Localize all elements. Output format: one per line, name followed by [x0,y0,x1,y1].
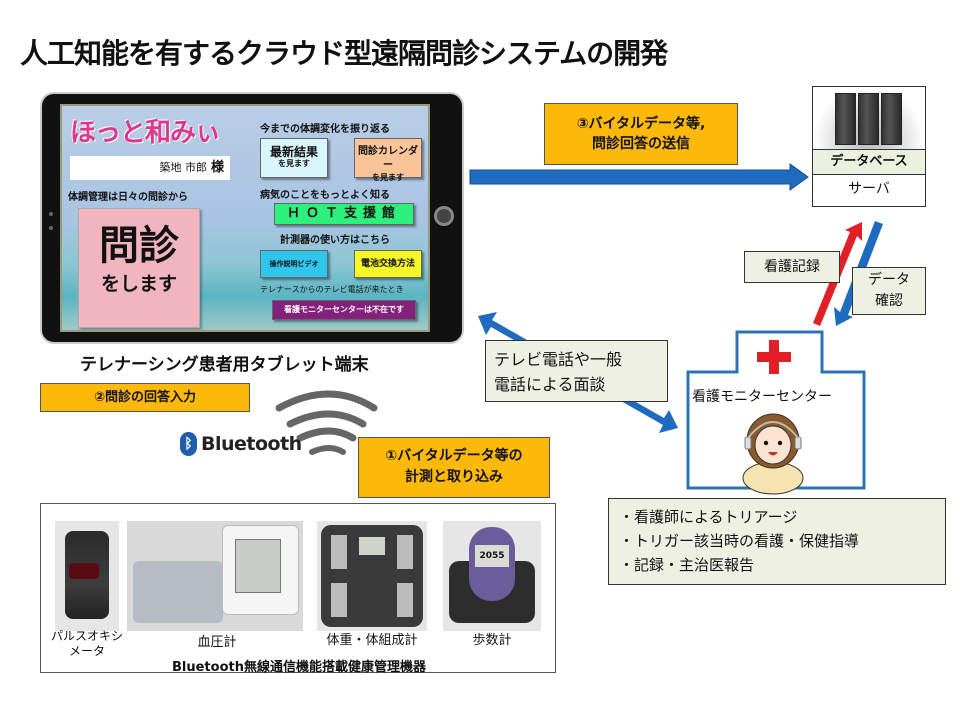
latest-results-label: 最新結果 [269,145,318,159]
pedometer-image: 2055 [443,521,541,631]
tablet-sensor-dot [49,212,53,216]
pulse-oximeter-label: パルスオキシ メータ [41,629,133,659]
app-logo: ほっと和みぃ [70,118,221,148]
pedometer-label: 歩数計 [472,633,512,648]
scale-label: 体重・体組成計 [326,633,418,648]
send-arrow [469,163,809,191]
wireless-signal-icon [275,390,378,455]
data-check-label: データ 確認 [852,267,926,315]
body-composition-scale-image [317,521,427,631]
task-item: ・トリガー該当時の看護・保健指導 [619,532,860,550]
tablet-sensor-dot [49,226,53,230]
health-management-label: 体調管理は日々の問診から [68,192,188,203]
data-check-line1: データ [868,272,910,288]
health-devices-panel: 2055 パルスオキシ メータ 血圧計 体重・体組成計 歩数計 Bluetoot… [40,503,556,675]
start-interview-button[interactable]: 問診 をします [78,208,200,328]
interview-button-title: 問診 [99,223,179,269]
bluetooth-logo: ᛒ Bluetooth [180,432,302,456]
step1-label: ①バイタルデータ等の 計測と取り込み [358,437,550,498]
bluetooth-icon: ᛒ [180,432,197,456]
step1-line1: ①バイタルデータ等の [385,448,523,464]
step1-line2: 計測と取り込み [405,469,503,485]
pulse-oximeter-image [55,521,119,631]
nurse-task-list: ・看護師によるトリアージ ・トリガー該当時の看護・保健指導 ・記録・主治医報告 [608,498,946,585]
learn-label: 病気のことをもっとよく知る [260,190,390,201]
pedometer-display: 2055 [475,545,509,567]
review-label: 今までの体調変化を振り返る [260,124,390,135]
patient-name: 築地 市郎 [159,161,207,174]
video-call-interview-label: テレビ電話や一般 電話による面談 [485,340,668,402]
task-item: ・看護師によるトリアージ [619,508,798,526]
tablet-home-button[interactable] [434,206,454,226]
video-call-line2: 電話による面談 [494,375,606,394]
devices-title: Bluetooth無線通信機能搭載健康管理機器 [172,660,426,675]
instruction-video-button[interactable]: 操作説明ビデオ [260,250,328,278]
nursing-record-label: 看護記録 [744,251,840,283]
video-call-label: テレナースからのテレビ電話が来たとき [260,285,404,294]
bluetooth-label: Bluetooth [201,433,302,455]
calendar-sub: を見ます [372,173,404,182]
page-title: 人工知能を有するクラウド型遠隔問診システムの開発 [20,37,668,70]
task-item: ・記録・主治医報告 [619,556,755,574]
patient-name-field: 築地 市郎様 [70,156,230,180]
step3-line2: 問診回答の送信 [592,136,690,152]
device-label-line1: パルスオキシ [50,629,123,643]
data-check-line2: 確認 [875,293,903,309]
blood-pressure-label: 血圧計 [197,635,237,650]
monitor-center-building [686,330,866,490]
server-label: サーバ [848,181,890,197]
database-server: データベース サーバ [812,86,926,207]
step3-line1: ③バイタルデータ等, [576,116,706,132]
interview-calendar-button[interactable]: 問診カレンダー を見ます [354,138,422,182]
tablet-device: ほっと和みぃ 築地 市郎様 体調管理は日々の問診から 問診 をします 今までの体… [40,92,464,344]
hot-support-button[interactable]: ＨＯＴ支援館 [274,203,414,225]
tablet-screen: ほっと和みぃ 築地 市郎様 体調管理は日々の問診から 問診 をします 今までの体… [60,104,430,332]
monitor-center-label: 看護モニターセンター [692,389,832,405]
tablet-caption: テレナーシング患者用タブレット端末 [80,355,369,375]
server-tower [858,93,879,145]
device-label-line2: メータ [68,644,105,658]
blood-pressure-monitor-image [127,521,303,631]
interview-button-subtitle: をします [100,273,177,295]
calendar-label: 問診カレンダー [358,146,418,171]
latest-results-sub: を見ます [278,159,310,168]
nurse-avatar [742,413,804,495]
video-call-line1: テレビ電話や一般 [494,350,623,369]
device-usage-label: 計測器の使い方はこちら [280,235,390,246]
battery-change-button[interactable]: 電池交換方法 [354,250,422,278]
server-icon [813,87,925,149]
latest-results-button[interactable]: 最新結果 を見ます [260,138,328,178]
server-tower [881,93,902,145]
database-label: データベース [813,149,925,175]
server-tower [835,93,856,145]
honorific: 様 [210,160,224,175]
step3-label: ③バイタルデータ等, 問診回答の送信 [544,103,738,165]
center-absent-button[interactable]: 看護モニターセンターは不在です [272,300,416,320]
step2-label: ②問診の回答入力 [40,383,250,412]
